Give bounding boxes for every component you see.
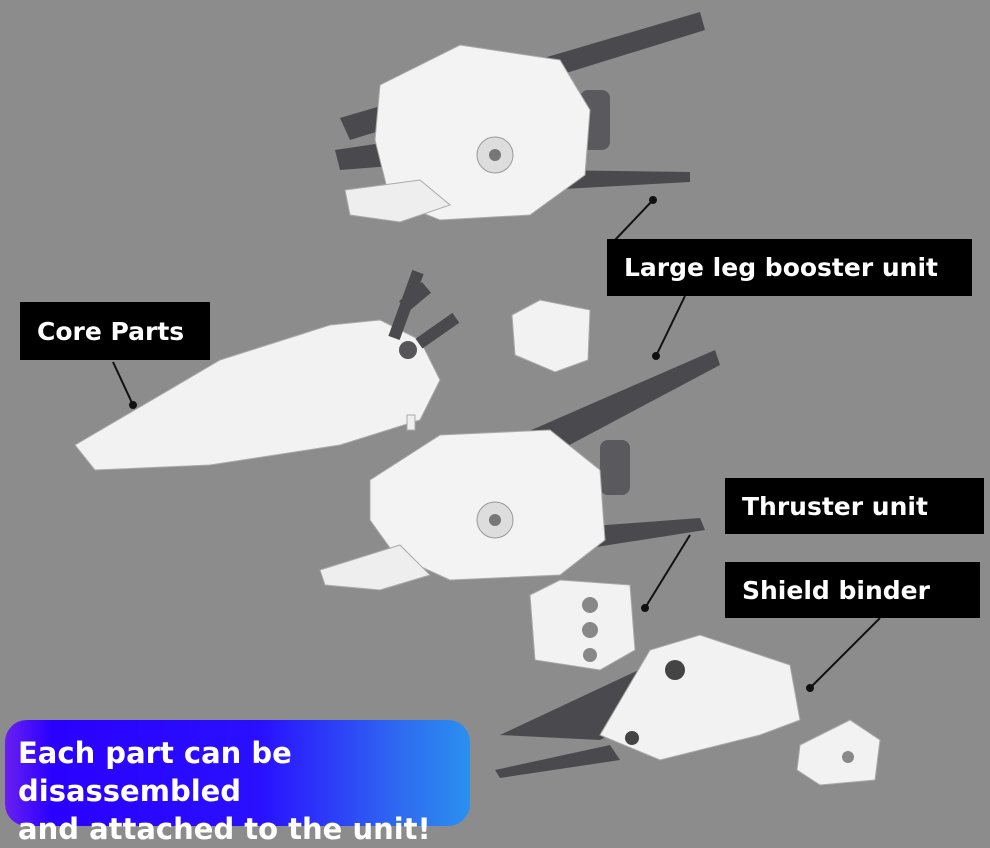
- leader-lines: [112, 196, 881, 692]
- thruster-unit-label: Thruster unit: [725, 478, 984, 534]
- thruster-unit: [529, 579, 636, 671]
- shield-binder: [495, 634, 881, 786]
- core-parts-label: Core Parts: [20, 302, 210, 360]
- large-leg-booster-label: Large leg booster unit: [607, 239, 972, 296]
- info-banner: Each part can be disassembled and attach…: [5, 720, 470, 846]
- shield-binder-label: Shield binder: [725, 562, 980, 618]
- upper-leg-booster: [335, 12, 705, 223]
- connector-part: [511, 299, 591, 373]
- banner-line-2: and attached to the unit!: [18, 812, 431, 846]
- core-parts: [74, 270, 460, 471]
- banner-line-1: Each part can be disassembled: [18, 736, 292, 808]
- lower-leg-booster: [319, 350, 720, 591]
